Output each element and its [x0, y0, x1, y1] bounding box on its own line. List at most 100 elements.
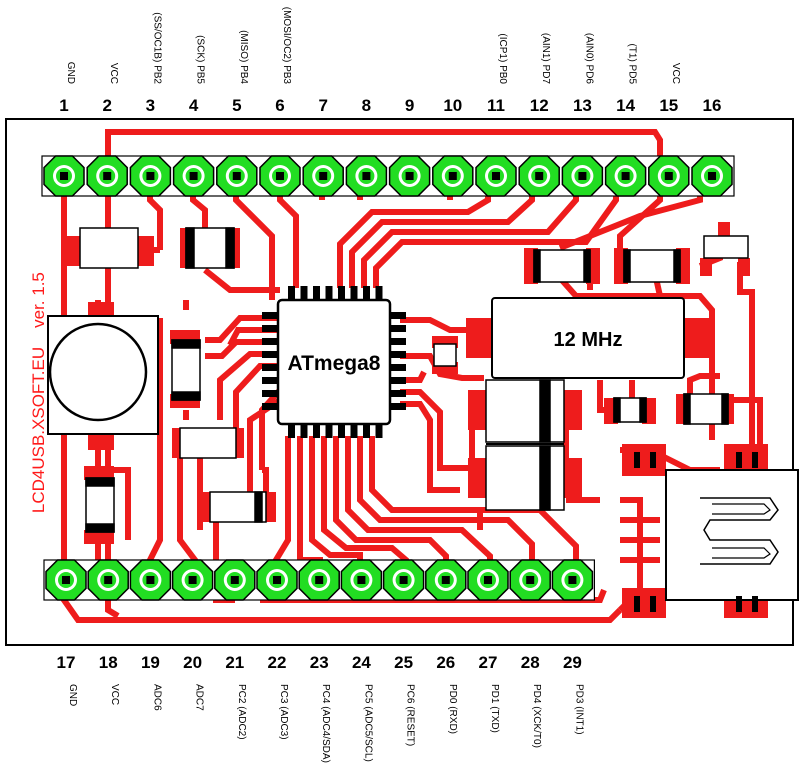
jumper-switch	[703, 235, 749, 259]
top-header-pin-number: 5	[232, 96, 241, 115]
led-component	[171, 339, 201, 401]
top-header-pin-label: (ICP1) PB0	[497, 33, 508, 84]
bottom-header-pin-25	[382, 559, 425, 601]
bottom-header-pin-23	[298, 559, 340, 601]
mcu-pin	[390, 390, 406, 397]
bottom-header-pin-number: 22	[268, 653, 287, 672]
top-header-pin-label: (MOSI/OC2) PB3	[281, 7, 292, 85]
top-header-pin-9	[388, 155, 431, 197]
resistor-r3	[179, 427, 237, 459]
bottom-header-pin-number: 28	[521, 653, 540, 672]
mcu-pin	[262, 364, 278, 371]
bottom-header-pin-18	[87, 559, 129, 601]
resistor-r6	[533, 249, 591, 283]
top-header-pin-number: 13	[573, 96, 592, 115]
capacitor-c3	[485, 445, 565, 511]
mcu-pin	[390, 403, 406, 410]
top-header-pin-label: GND	[65, 62, 76, 84]
top-header-pin-number: 6	[275, 96, 284, 115]
mcu-pin	[350, 424, 358, 438]
mcu-pin	[325, 286, 333, 300]
mcu-pin	[338, 286, 345, 300]
top-header-pin-label: (T1) PD5	[627, 43, 638, 84]
mcu-pin	[363, 286, 370, 300]
bottom-header-pin-27	[467, 559, 509, 601]
top-header-pin-label: VCC	[108, 63, 119, 84]
bottom-header-pin-number: 19	[141, 653, 160, 672]
top-header-pin-label: (SCK) PB5	[195, 35, 206, 84]
bottom-header-pin-26	[425, 559, 467, 601]
mcu-pin	[325, 424, 333, 438]
mcu-pin	[262, 351, 278, 358]
bottom-header-pin-20	[171, 559, 214, 601]
bottom-header-pin-24	[340, 559, 383, 601]
bottom-header-pin-label: GND	[67, 684, 78, 706]
bottom-header-pin-number: 25	[394, 653, 413, 672]
mcu-pin	[390, 312, 406, 319]
top-header-pin-number: 11	[487, 96, 505, 115]
bottom-header-pin-label: PD1 (TXD)	[489, 684, 500, 733]
bottom-header-pin-21	[214, 559, 256, 601]
bottom-header-pin-number: 26	[436, 653, 455, 672]
bottom-header-pin-number: 17	[57, 653, 76, 672]
capacitor-c1	[433, 343, 457, 367]
top-header-pin-number: 9	[405, 96, 414, 115]
bottom-header-pin-label: PC6 (RESET)	[405, 684, 416, 746]
top-header-pin-12	[518, 155, 560, 197]
crystal-oscillator	[491, 297, 685, 379]
top-header-pin-number: 16	[703, 96, 722, 115]
mcu-pin	[375, 286, 383, 300]
crystal-label: 12 MHz	[554, 329, 623, 351]
mcu-pin	[288, 286, 295, 300]
mcu-pin	[350, 286, 358, 300]
bottom-header-pin-label: PD4 (XCK/T0)	[531, 684, 542, 748]
mcu-pin	[390, 364, 406, 371]
top-header-pin-14	[604, 155, 647, 197]
mcu-pin	[262, 377, 278, 384]
top-header-pin-number: 1	[59, 96, 68, 115]
mcu-pin	[262, 338, 278, 345]
bottom-header-pin-number: 20	[183, 653, 202, 672]
atmega8-chip	[276, 298, 392, 426]
bottom-header-pin-19	[129, 559, 172, 601]
mcu-pin	[390, 325, 406, 332]
top-header-pin-1	[43, 155, 85, 197]
mcu-pin	[288, 424, 295, 438]
top-header-pin-10	[432, 155, 474, 197]
mcu-pin	[375, 424, 383, 438]
top-header-pin-13	[561, 155, 604, 197]
bottom-header-pin-label: ADC7	[194, 684, 205, 711]
bottom-header-pin-number: 24	[352, 653, 371, 672]
top-header-pin-number: 8	[362, 96, 371, 115]
mcu-pin	[390, 338, 406, 345]
top-header-pin-number: 2	[102, 96, 111, 115]
top-header-pin-label: (SS/OC1B) PB2	[151, 12, 162, 84]
capacitor-c2	[485, 379, 565, 443]
top-header-pin-label: VCC	[670, 63, 681, 84]
top-header-pin-2	[86, 155, 128, 197]
resistor-r7	[623, 249, 681, 283]
resistor-r5	[85, 477, 115, 533]
top-header-pin-3	[129, 155, 172, 197]
bottom-header-pin-29	[551, 559, 594, 601]
mcu-pin	[390, 351, 406, 358]
top-header-pin-number: 15	[659, 96, 678, 115]
bottom-header-pin-label: PC4 (ADC4/SDA)	[320, 684, 331, 763]
top-header-pin-4	[172, 155, 215, 197]
mcu-pin	[262, 312, 278, 319]
mcu-pin	[313, 286, 320, 300]
bottom-header-pin-label: PC2 (ADC2)	[236, 684, 247, 740]
mcu-pin	[313, 424, 320, 438]
top-header-pin-15	[648, 155, 690, 197]
coin-battery	[48, 322, 148, 422]
bottom-header-pin-label: PD3 (INT1)	[573, 684, 584, 735]
top-header-pin-label: (AIN1) PD7	[540, 33, 551, 85]
bottom-header-pin-number: 18	[99, 653, 118, 672]
mcu-label: ATmega8	[288, 352, 381, 375]
version-label: ver. 1.5	[29, 272, 48, 328]
resistor-r1	[79, 227, 139, 269]
mcu-pin	[363, 424, 370, 438]
mcu-pin	[262, 390, 278, 397]
mcu-pin	[300, 286, 308, 300]
